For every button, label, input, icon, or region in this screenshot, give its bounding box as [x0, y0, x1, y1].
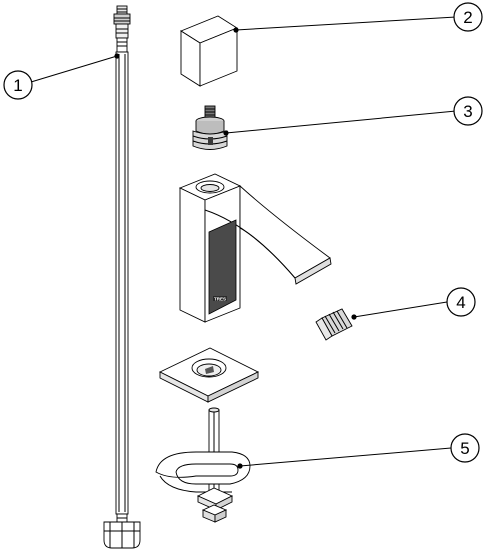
- callout-4-label: 4: [456, 293, 465, 312]
- handle-cap-part: [180, 15, 238, 87]
- leader-line-1: [30, 55, 118, 83]
- leader-dot-5: [237, 463, 243, 469]
- leader-line-4: [353, 301, 448, 318]
- cartridge-part: [192, 105, 228, 150]
- callout-4: 4: [446, 287, 476, 317]
- leader-line-5: [239, 447, 452, 467]
- callout-3-label: 3: [463, 102, 472, 121]
- callout-2-label: 2: [463, 8, 472, 27]
- aerator-part: [315, 308, 353, 341]
- leader-dot-1: [114, 53, 120, 59]
- callout-1-label: 1: [13, 76, 22, 95]
- supply-hose-part: [103, 5, 141, 549]
- brand-label: TRES: [214, 296, 226, 301]
- callout-3: 3: [453, 96, 483, 126]
- faucet-body-part: TRES: [178, 173, 332, 323]
- leader-line-2: [235, 16, 457, 31]
- mounting-kit-part: [155, 407, 251, 523]
- base-plate-part: [158, 347, 260, 403]
- callout-leaders: [30, 16, 457, 469]
- callout-5: 5: [450, 433, 480, 463]
- callout-1: 1: [3, 70, 33, 100]
- leader-dot-2: [233, 27, 239, 33]
- leader-dot-3: [223, 130, 229, 136]
- leader-dot-4: [351, 314, 357, 320]
- callout-2: 2: [453, 2, 483, 32]
- callout-5-label: 5: [460, 439, 469, 458]
- leader-line-3: [225, 110, 457, 134]
